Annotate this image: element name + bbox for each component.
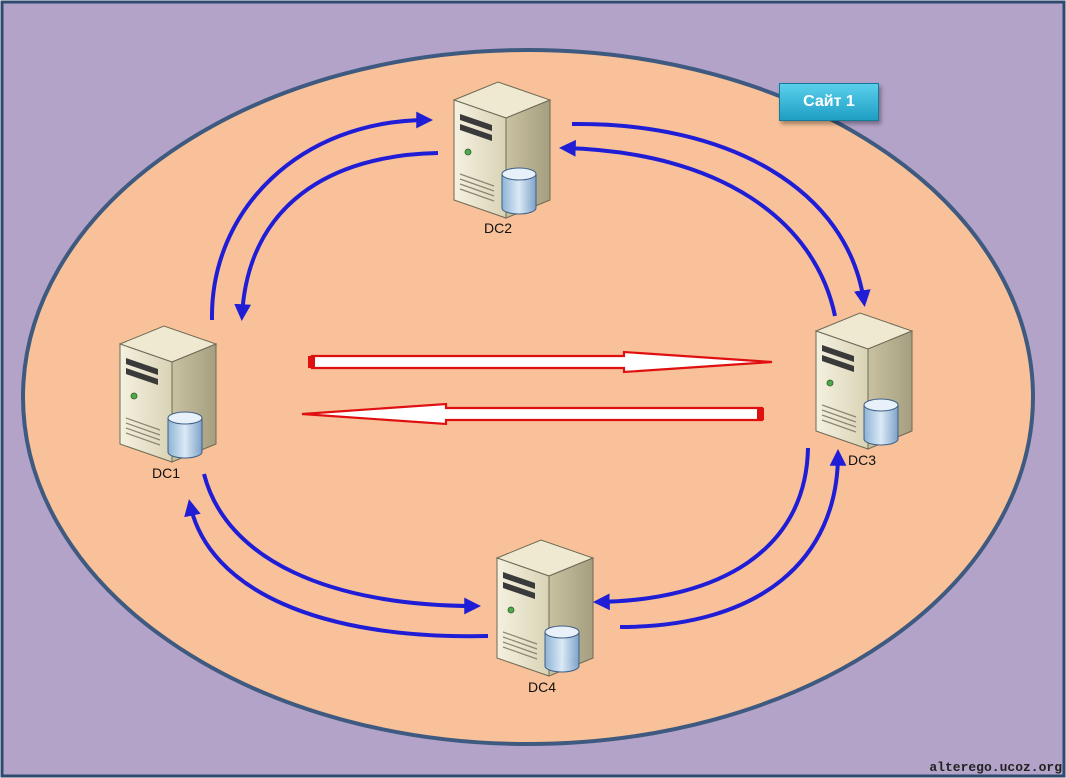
server-dc2-icon bbox=[453, 81, 551, 219]
replication-arrow-dc4-to-dc3 bbox=[619, 448, 847, 629]
replication-arrow-dc3-to-dc2 bbox=[558, 139, 837, 317]
node-label-dc1: DC1 bbox=[152, 465, 181, 481]
site-boundary bbox=[21, 48, 1035, 746]
node-label-dc4: DC4 bbox=[528, 679, 557, 695]
site-label: Сайт 1 bbox=[779, 83, 879, 121]
replication-arrow-dc1-to-dc2 bbox=[209, 111, 434, 321]
replication-arrow-dc3-to-dc4 bbox=[592, 447, 810, 611]
server-dc1-icon bbox=[119, 325, 217, 463]
node-label-dc2: DC2 bbox=[484, 220, 513, 236]
node-label-dc3: DC3 bbox=[848, 452, 877, 468]
link-arrow-dc1-to-dc3 bbox=[308, 350, 773, 374]
server-dc3-icon bbox=[815, 312, 913, 450]
replication-arrow-dc1-to-dc4 bbox=[202, 473, 482, 615]
link-arrow-dc3-to-dc1 bbox=[301, 402, 764, 426]
watermark-text: alterego.ucoz.org bbox=[929, 760, 1062, 775]
replication-arrow-dc2-to-dc1 bbox=[234, 151, 439, 322]
replication-arrow-dc2-to-dc3 bbox=[571, 121, 871, 307]
replication-arrow-dc4-to-dc1 bbox=[184, 499, 489, 639]
server-dc4-icon bbox=[496, 539, 594, 677]
